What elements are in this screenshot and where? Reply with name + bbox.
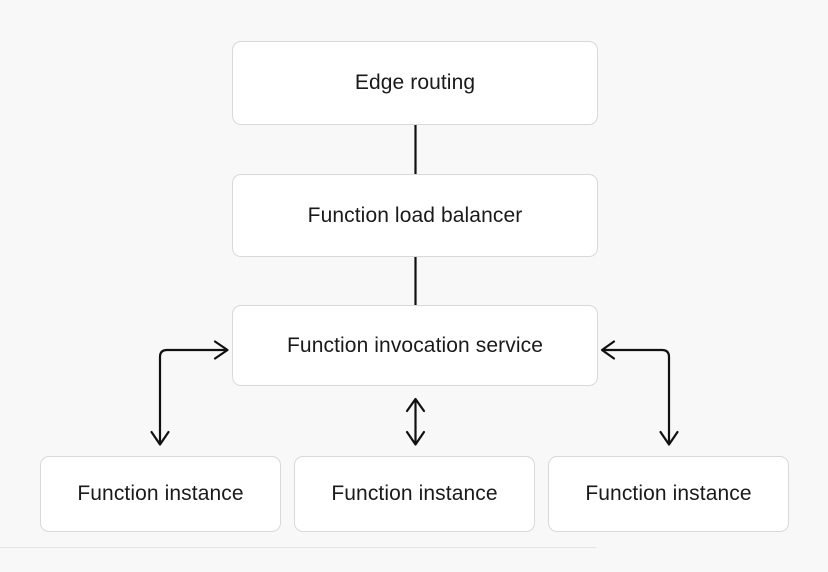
node-function-invocation-service[interactable]: Function invocation service xyxy=(232,305,598,386)
bottom-divider xyxy=(0,547,596,548)
node-function-invocation-service-label: Function invocation service xyxy=(287,333,543,357)
node-function-instance-right[interactable]: Function instance xyxy=(548,456,789,532)
node-edge-routing-label: Edge routing xyxy=(354,71,476,95)
connector-invocation-service-to-instance-left xyxy=(150,340,229,446)
node-function-instance-center-label: Function instance xyxy=(331,482,498,506)
node-edge-routing[interactable]: Edge routing xyxy=(232,41,598,125)
node-function-instance-right-label: Function instance xyxy=(585,482,752,506)
connector-invocation-service-to-instance-right xyxy=(600,340,679,446)
connector-invocation-service-to-instance-center xyxy=(405,397,426,446)
node-function-instance-left[interactable]: Function instance xyxy=(40,456,281,532)
node-function-load-balancer[interactable]: Function load balancer xyxy=(232,174,598,257)
node-function-instance-left-label: Function instance xyxy=(77,482,244,506)
node-function-instance-center[interactable]: Function instance xyxy=(294,456,535,532)
node-function-load-balancer-label: Function load balancer xyxy=(307,203,523,227)
